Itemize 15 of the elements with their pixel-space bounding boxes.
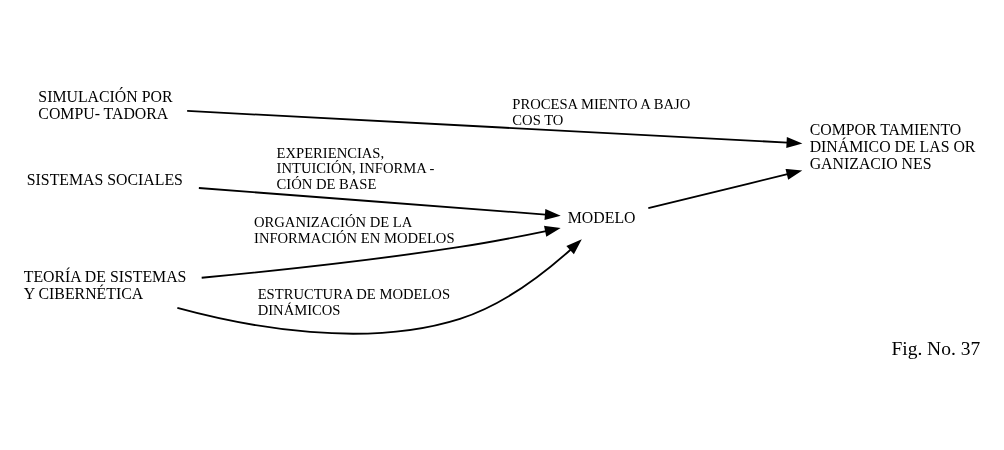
node-text: SIMULACIÓN POR COMPU- TADORA — [38, 87, 173, 122]
edge-label: EXPERIENCIAS, INTUICIÓN, INFORMA - CIÓN DE BASE — [276, 144, 435, 192]
edge-label: ESTRUCTURA DE MODELOS DINÁMICOS — [257, 285, 451, 318]
edge-label: ORGANIZACIÓN DE LA INFORMACIÓN EN MODELOS — [254, 213, 455, 246]
arrow — [176, 238, 582, 335]
node-text: COMPOR TAMIENTO DINÁMICO DE LAS OR GANIZACIO NES — [809, 120, 976, 172]
arrow — [200, 225, 561, 279]
node-text: MODELO — [567, 208, 636, 226]
node-text: SISTEMAS SOCIALES — [26, 170, 183, 188]
caption: Fig. No. 37 — [891, 337, 981, 359]
node-text: TEORÍA DE SISTEMAS Y CIBERNÉTICA — [23, 267, 187, 302]
arrow — [197, 186, 561, 220]
edge-label: PROCESA MIENTO A BAJO COS TO — [512, 95, 691, 128]
arrow — [186, 109, 803, 148]
arrow — [647, 168, 803, 209]
